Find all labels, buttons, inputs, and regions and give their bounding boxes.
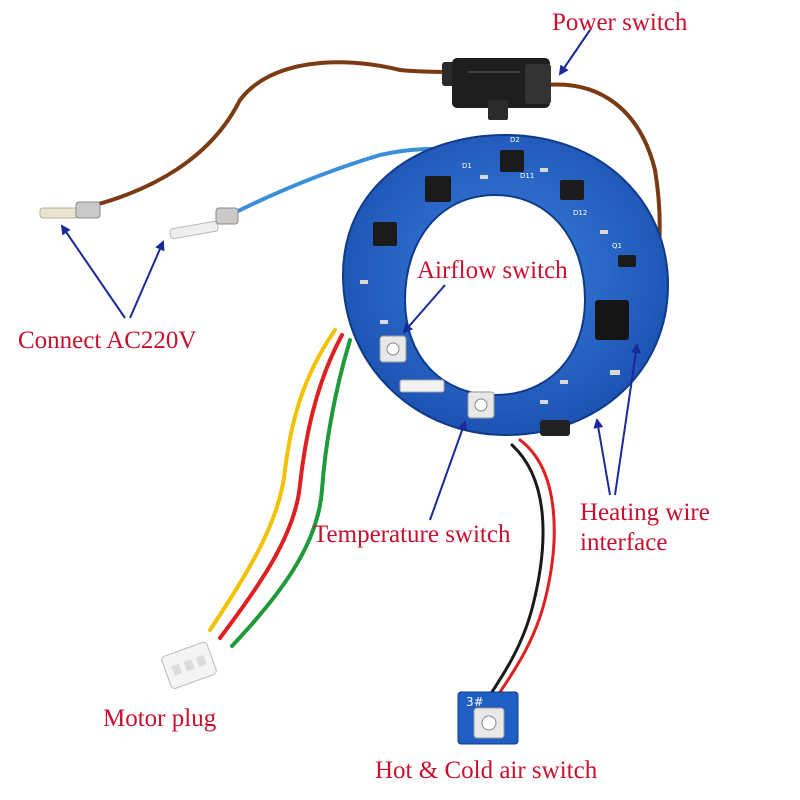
svg-text:D11: D11 — [520, 172, 534, 180]
svg-text:D12: D12 — [573, 209, 587, 217]
label-motor-plug: Motor plug — [103, 705, 217, 732]
svg-text:CE5: CE5 — [463, 374, 477, 382]
label-power-switch: Power switch — [552, 9, 688, 36]
pcb-ring: D2 D1 D11 D12 Q1 CE5 Y05 — [341, 133, 670, 437]
ic-chip — [500, 150, 524, 172]
yellow-wire — [208, 328, 337, 632]
labels: Power switch Connect AC220V Airflow swit… — [18, 9, 710, 784]
arrows — [60, 29, 641, 521]
heating-socket — [540, 420, 570, 436]
ac-pin-right — [169, 207, 239, 240]
temperature-button[interactable] — [467, 391, 495, 419]
svg-text:D2: D2 — [510, 136, 520, 144]
red-wire-motor — [218, 333, 344, 640]
motor-plug-component — [161, 641, 217, 689]
label-heating-interface: interface — [580, 529, 667, 556]
ic-chip — [618, 255, 636, 267]
svg-text:D1: D1 — [462, 162, 472, 170]
label-hot-cold: Hot & Cold air switch — [375, 757, 598, 784]
ic-chip — [425, 176, 451, 202]
ac-connectors — [39, 201, 239, 240]
pcb-board — [341, 133, 670, 437]
header-connector — [399, 379, 445, 393]
arrow-heating-2 — [614, 343, 641, 496]
label-airflow-switch: Airflow switch — [417, 257, 568, 284]
wires — [93, 60, 662, 697]
label-connect: Connect AC220V — [18, 327, 196, 354]
arrow-airflow — [402, 284, 446, 334]
svg-text:3#: 3# — [466, 695, 484, 709]
hot-cold-switch-board[interactable]: 3# — [457, 691, 519, 745]
arrow-heating-1 — [593, 418, 611, 496]
ac-pin-left — [39, 201, 101, 219]
label-temperature-switch: Temperature switch — [313, 521, 511, 548]
arrow-connect-left — [60, 224, 126, 319]
arrow-temperature — [429, 420, 468, 521]
ic-chip — [595, 300, 629, 340]
ic-chip — [373, 222, 397, 246]
black-wire-switch — [488, 443, 545, 697]
power-switch-component — [442, 58, 551, 120]
arrow-power-switch — [558, 29, 591, 76]
svg-text:Q1: Q1 — [612, 242, 622, 250]
airflow-button[interactable] — [379, 335, 407, 363]
arrow-connect-right — [129, 240, 165, 319]
brown-wire-left — [93, 60, 457, 207]
ic-chip — [560, 180, 584, 200]
red-wire-switch — [496, 438, 556, 697]
label-heating-wire: Heating wire — [580, 499, 710, 526]
green-wire — [230, 338, 352, 648]
smd-parts — [360, 168, 620, 404]
